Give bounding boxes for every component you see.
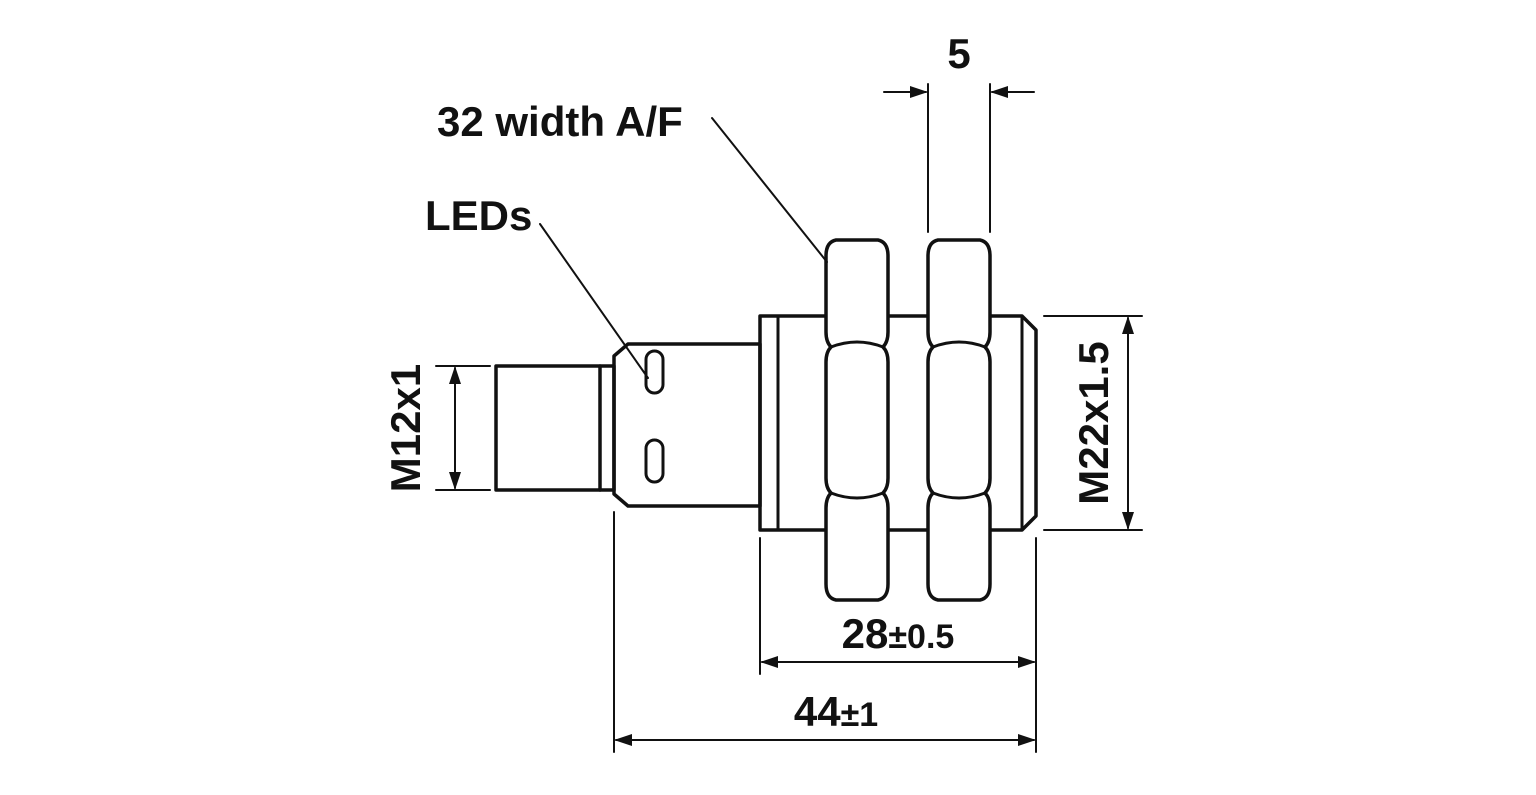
label-width-af-group: 32 width A/F [437, 98, 828, 263]
led-housing [612, 342, 762, 508]
dim-thread-length: 28±0.5 [759, 537, 1037, 753]
hex-nut-front [824, 238, 890, 602]
dim-m22-value: M22x1.5 [1070, 341, 1117, 504]
dim-m12: M12x1 [382, 364, 491, 492]
leds-label: LEDs [425, 192, 532, 239]
hex-nut-front-chamfer-bottom [829, 491, 885, 500]
hex-nut-front-chamfer-top [829, 340, 885, 349]
dim-nut-width-value: 5 [947, 30, 970, 77]
led-slot-bottom [644, 438, 665, 484]
dim-44-value: 44 [794, 688, 841, 735]
arrow-right-icon [1018, 734, 1036, 746]
arrow-right-icon [910, 86, 928, 98]
dim-28-value: 28 [842, 610, 889, 657]
dim-m22: M22x1.5 [1043, 315, 1143, 531]
sensor-barrel [758, 314, 1038, 532]
hex-nut-rear-chamfer-top [931, 340, 987, 349]
dim-28-tolerance: ±0.5 [888, 618, 954, 656]
m12-connector [494, 364, 616, 492]
hex-nut-rear [926, 238, 992, 602]
label-leds-group: LEDs [425, 192, 649, 379]
dim-nut-width: 5 [883, 30, 1035, 233]
dim-44-tolerance: ±1 [841, 696, 879, 734]
arrow-up-icon [449, 366, 461, 384]
led-slot-top [644, 349, 665, 395]
leds-leader-line [539, 223, 649, 379]
arrow-left-icon [760, 656, 778, 668]
arrow-down-icon [449, 472, 461, 490]
dim-overall-length: 44±1 [613, 511, 1036, 753]
dim-44-text: 44±1 [794, 688, 878, 735]
dim-28-text: 28±0.5 [842, 610, 955, 657]
arrow-left-icon [614, 734, 632, 746]
width-af-leader-line [711, 117, 828, 263]
arrow-left-icon [990, 86, 1008, 98]
hex-nut-rear-chamfer-bottom [931, 491, 987, 500]
arrow-right-icon [1018, 656, 1036, 668]
arrow-up-icon [1122, 316, 1134, 334]
sensor-body-group [494, 238, 1038, 602]
dim-m12-value: M12x1 [382, 364, 429, 492]
width-af-label: 32 width A/F [437, 98, 683, 145]
arrow-down-icon [1122, 512, 1134, 530]
